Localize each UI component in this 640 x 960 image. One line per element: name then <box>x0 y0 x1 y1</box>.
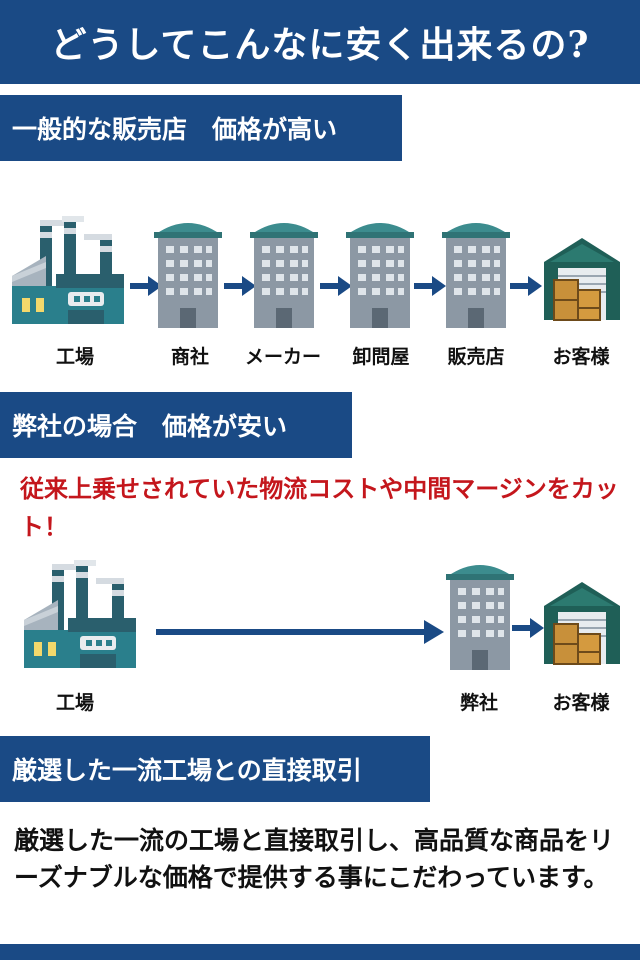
arrow-right-icon <box>512 618 544 638</box>
building-icon <box>442 223 510 328</box>
flow-label-customer: お客様 <box>552 692 610 714</box>
warehouse-icon <box>544 581 620 665</box>
flow-label-customer: お客様 <box>552 346 610 368</box>
section-heading-our-company: 弊社の場合 価格が安い <box>0 392 352 458</box>
flow-label-retailer: 販売店 <box>447 346 505 368</box>
building-icon <box>250 223 318 328</box>
factory-icon <box>12 216 124 324</box>
footer-bar <box>0 944 640 960</box>
flow-label-manufacturer: メーカー <box>244 346 321 368</box>
factory-icon <box>24 560 136 668</box>
warehouse-icon <box>544 237 620 321</box>
arrow-right-icon <box>510 276 542 296</box>
section-heading-general-store: 一般的な販売店 価格が高い <box>0 95 402 161</box>
page-title: どうしてこんなに安く出来るの? <box>0 0 640 84</box>
long-arrow-icon <box>156 620 444 644</box>
building-icon <box>154 223 222 328</box>
flow-label-factory: 工場 <box>55 346 94 368</box>
flow-label-wholesaler: 卸問屋 <box>352 346 410 368</box>
flow-label-factory: 工場 <box>55 692 94 714</box>
flow-label-trading-company: 商社 <box>170 346 209 368</box>
direct-trade-description: 厳選した一流の工場と直接取引し、高品質な商品をリーズナブルな価格で提供する事にこ… <box>14 826 615 892</box>
cost-cut-highlight: 従来上乗せされていた物流コストや中間マージンをカット！ <box>20 474 619 541</box>
flow-label-our-company: 弊社 <box>459 692 498 714</box>
building-icon <box>446 565 514 670</box>
building-icon <box>346 223 414 328</box>
section-heading-direct-trade: 厳選した一流工場との直接取引 <box>0 736 430 802</box>
